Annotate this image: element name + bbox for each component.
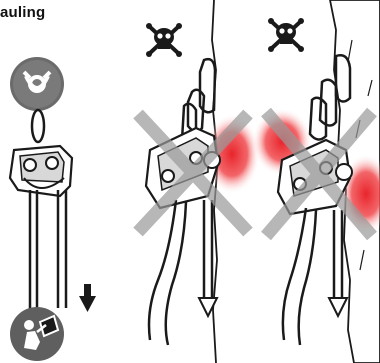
arrow-down-icon: [79, 284, 96, 312]
panel-incorrect-right: [252, 0, 380, 363]
panel-incorrect-left: [138, 0, 260, 363]
hauling-person-icon: [10, 307, 64, 361]
rope-anchor-icon: [10, 57, 64, 111]
panel-hauling: [10, 57, 96, 361]
skull-crossbones-icon: [146, 23, 182, 57]
skull-crossbones-icon: [268, 18, 304, 52]
